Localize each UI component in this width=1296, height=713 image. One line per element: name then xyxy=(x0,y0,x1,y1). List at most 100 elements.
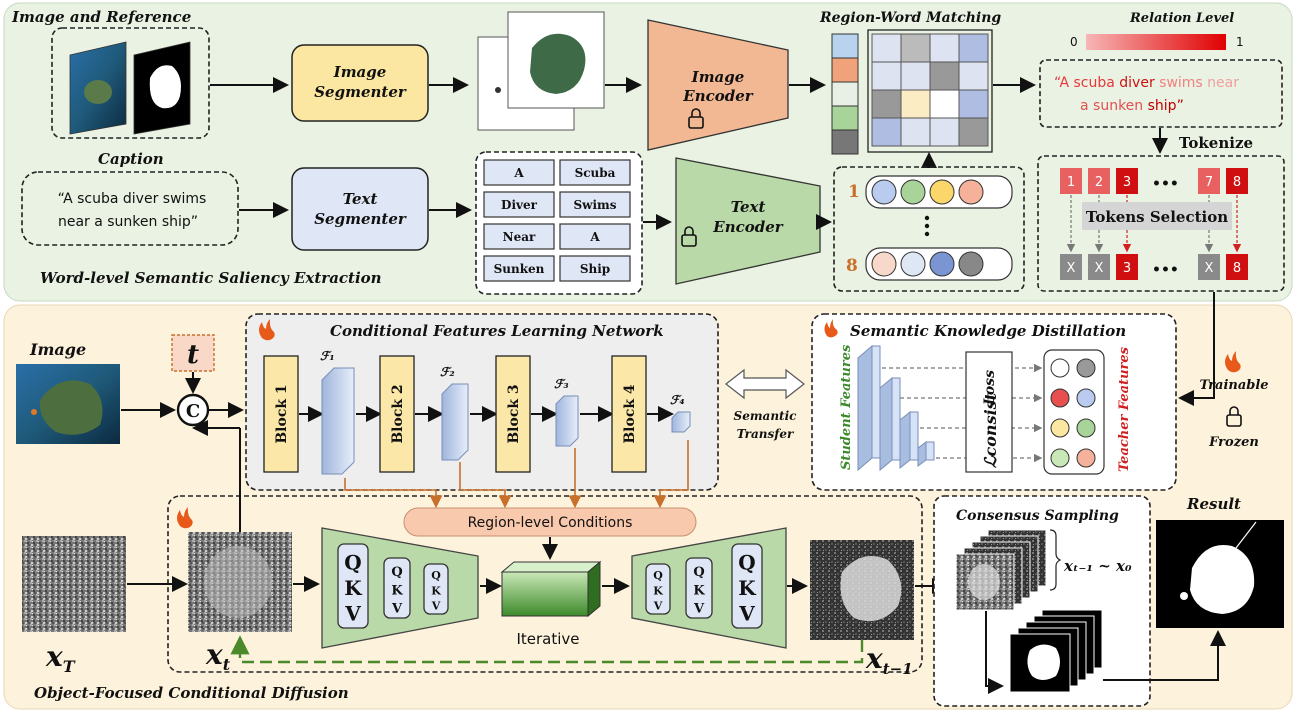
qkv-module xyxy=(731,543,763,629)
word-token: Ship xyxy=(580,262,610,276)
flame-icon xyxy=(824,319,838,338)
quote-word: ship xyxy=(1148,98,1177,114)
quote-word: swims xyxy=(1155,75,1203,91)
image-encoder-label-1: Image xyxy=(691,68,745,86)
word-token: A xyxy=(513,166,524,180)
qkv-letter: K xyxy=(653,584,663,597)
cfl-block-label: Block 1 xyxy=(274,384,290,443)
consensus-title: Consensus Sampling xyxy=(956,508,1119,524)
qkv-letter: Q xyxy=(738,550,755,574)
caption-title: Caption xyxy=(98,150,164,168)
qkv-letter: K xyxy=(344,576,362,600)
skd-title: Semantic Knowledge Distillation xyxy=(850,322,1126,340)
xt-object xyxy=(204,546,272,618)
image-encoder-label-2: Encoder xyxy=(682,87,754,105)
result-label: Result xyxy=(1186,495,1241,513)
text-segmenter-label-1: Text xyxy=(343,190,378,208)
qkv-letter: V xyxy=(693,602,705,617)
feature-map xyxy=(555,395,579,447)
quote-word: diver xyxy=(1119,75,1155,91)
consensus-range: xₜ₋₁ ~ x₀ xyxy=(1063,557,1132,575)
image-segmenter-label-2: Segmenter xyxy=(314,83,407,101)
caption-text-2: near a sunken ship” xyxy=(58,214,198,230)
token-masked xyxy=(1060,254,1082,280)
word-token-box xyxy=(483,255,555,282)
frozen-label: Frozen xyxy=(1208,435,1259,450)
quote-word: ” xyxy=(1177,98,1184,114)
word-token: Scuba xyxy=(575,166,616,180)
word-embeddings-box xyxy=(833,166,1025,292)
xt-label: xt xyxy=(205,638,231,674)
student-features-label: Student Features xyxy=(839,344,854,470)
cfl-block-label: Block 2 xyxy=(390,384,406,443)
flame-icon xyxy=(177,507,193,529)
cfl-block-label: Block 4 xyxy=(622,384,638,444)
token-label: 2 xyxy=(1095,175,1103,190)
consensus-brace xyxy=(1049,529,1062,591)
teacher-features xyxy=(1050,358,1096,468)
similarity-matrix xyxy=(867,29,993,153)
weighted-caption-box xyxy=(1039,59,1283,128)
timestep-box xyxy=(171,334,215,372)
result-object xyxy=(1190,544,1255,614)
image-label: Image xyxy=(29,340,86,359)
text-encoder xyxy=(675,157,821,285)
iterative-block xyxy=(500,560,602,618)
qkv-letter: K xyxy=(391,583,403,598)
token-label: 3 xyxy=(1123,261,1131,276)
loss-label: Loss xyxy=(982,370,998,406)
xt-1-label: xt−1 xyxy=(865,642,913,678)
image-reference-title: Image and Reference xyxy=(11,8,191,26)
qkv-letter: V xyxy=(431,599,441,612)
region-feature-column xyxy=(831,33,859,155)
xt-1-object xyxy=(840,556,902,622)
text-encoder-label-1: Text xyxy=(731,198,766,216)
embedding-index-8: 8 xyxy=(846,256,858,276)
input-image-thumb xyxy=(69,41,127,135)
semantic-transfer-1: Semantic xyxy=(734,409,798,423)
ellipsis-dot xyxy=(924,215,930,221)
flame-icon xyxy=(259,319,275,341)
text-segmenter-label-2: Segmenter xyxy=(314,210,407,228)
flame-icon xyxy=(1225,351,1241,373)
caption-box xyxy=(21,171,239,246)
relation-level-title: Relation Level xyxy=(1129,11,1234,26)
token-label: X xyxy=(1067,261,1076,276)
token-label: 7 xyxy=(1205,175,1213,190)
token-ellipsis: ••• xyxy=(1152,262,1179,278)
student-feature-stack xyxy=(857,344,935,472)
ofcd-title: Object-Focused Conditional Diffusion xyxy=(34,684,349,702)
lock-icon xyxy=(1226,406,1242,427)
token-label: 8 xyxy=(1233,175,1241,190)
cfl-block xyxy=(611,355,647,473)
word-token-box xyxy=(483,223,555,250)
weighted-caption-line2: a sunken ship” xyxy=(1080,98,1184,114)
image-reference-box xyxy=(51,27,210,139)
bidirectional-arrow-icon xyxy=(725,368,805,400)
region-conditions-label: Region-level Conditions xyxy=(468,515,633,531)
caption-text-1: “A scuba diver swims xyxy=(58,191,207,207)
token xyxy=(1116,168,1138,194)
qkv-letter: K xyxy=(431,584,441,597)
word-token-box xyxy=(559,191,631,218)
token-label: X xyxy=(1095,261,1104,276)
weighted-caption-line1: “A scuba diver swims near xyxy=(1054,75,1239,91)
segmented-ship xyxy=(530,33,586,94)
feature-label: ℱ₄ xyxy=(670,393,685,407)
cfl-title: Conditional Features Learning Network xyxy=(330,322,664,340)
qkv-letter: V xyxy=(391,602,403,617)
segmented-diver xyxy=(495,87,501,93)
trainable-label: Trainable xyxy=(1199,378,1268,393)
quote-word: a sunken xyxy=(1080,98,1148,114)
qkv-module xyxy=(383,557,411,619)
word-token-box xyxy=(483,159,555,186)
qkv-module xyxy=(423,563,449,615)
qkv-letter: K xyxy=(738,576,756,600)
cfl-block xyxy=(263,355,299,473)
xT-label: xT xyxy=(45,640,76,676)
token-ellipsis: ••• xyxy=(1152,176,1179,192)
qkv-letter: Q xyxy=(391,565,402,580)
